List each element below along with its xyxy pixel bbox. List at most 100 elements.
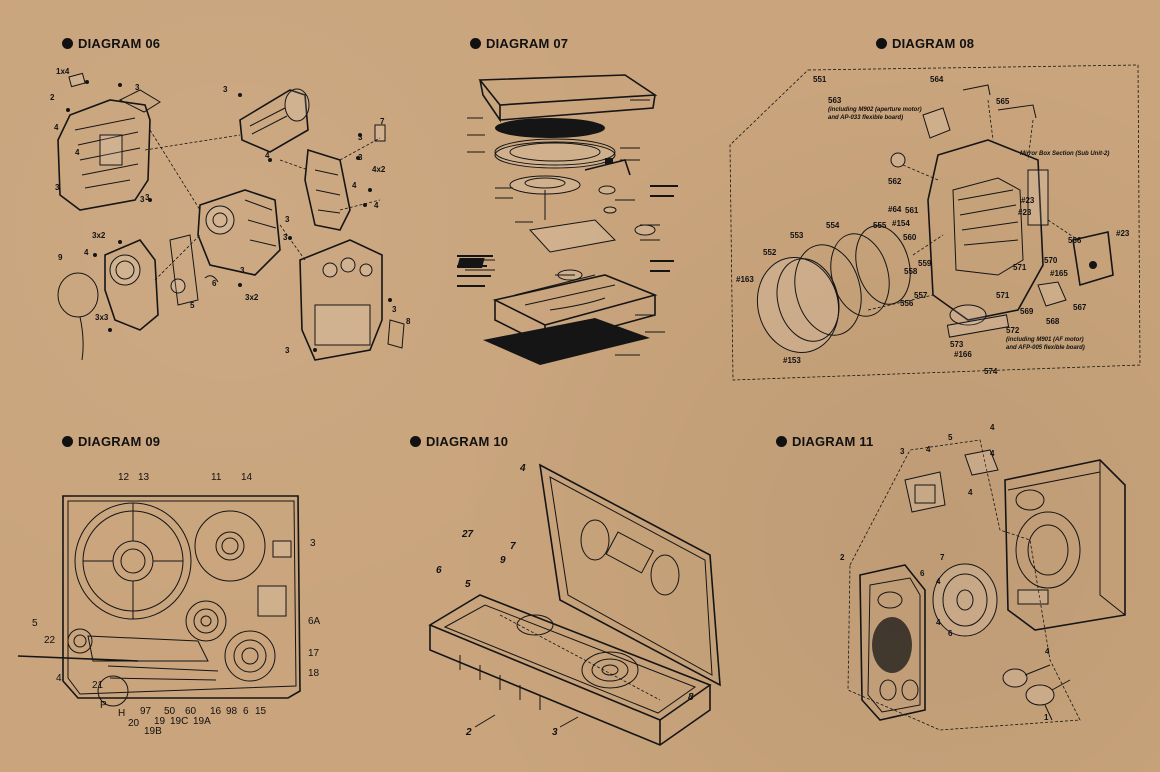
label-17: 17 (308, 648, 320, 659)
label-27: 27 (461, 529, 474, 540)
mirror-box-section-boundary (729, 64, 1141, 381)
label-569: 569 (1020, 307, 1034, 316)
label-4: 4 (926, 445, 931, 454)
label-4: 4 (374, 201, 379, 210)
label-3: 3 (223, 85, 228, 94)
label-561: 561 (905, 206, 919, 215)
label-4: 4 (968, 488, 973, 497)
diagram-08-title-text: DIAGRAM 08 (892, 36, 975, 51)
cassette-case (62, 495, 301, 699)
label-3: 3 (240, 266, 245, 275)
label-557: 557 (914, 291, 928, 300)
horn-tweeter-3 (904, 471, 946, 513)
bullet-dot-icon (410, 436, 421, 447)
label-7: 7 (510, 541, 516, 552)
label-2: 2 (840, 553, 845, 562)
lcd-panel-housing (299, 239, 383, 361)
label-574: 574 (984, 367, 998, 376)
speaker-assembly-boundary (847, 439, 1081, 731)
mirror-box (927, 139, 1044, 321)
label-154: #154 (892, 219, 910, 228)
platter (494, 141, 616, 169)
label-21: 21 (92, 680, 104, 691)
bullet-dot-icon (62, 38, 73, 49)
label-3x2: 3x2 (92, 231, 106, 240)
label-566: 566 (1068, 236, 1082, 245)
label-4: 4 (990, 449, 995, 458)
label-166: #166 (954, 350, 972, 359)
note-563-line1: (including M902 (aperture motor) (828, 107, 922, 113)
bullet-dot-icon (776, 436, 787, 447)
label-5: 5 (948, 433, 953, 442)
label-P: P (100, 700, 107, 711)
bullet-dot-icon (62, 436, 73, 447)
label-6: 6 (948, 629, 953, 638)
diagram-07-title: DIAGRAM 07 (470, 36, 568, 51)
label-1x4: 1x4 (56, 67, 70, 76)
diagram-07-title-text: DIAGRAM 07 (486, 36, 569, 51)
label-4: 4 (936, 618, 941, 627)
label-551: 551 (813, 75, 827, 84)
label-9: 9 (500, 555, 506, 566)
diagram-06-title-text: DIAGRAM 06 (78, 36, 161, 51)
label-19C: 19C (170, 716, 188, 727)
label-18: 18 (308, 668, 320, 679)
label-7: 7 (380, 117, 385, 126)
label-3: 3 (310, 538, 316, 549)
label-4: 4 (519, 463, 526, 474)
label-6A: 6A (308, 616, 321, 627)
label-13: 13 (138, 472, 150, 483)
reel-11 (194, 510, 266, 582)
label-4x2: 4x2 (372, 165, 386, 174)
diagram-11-title: DIAGRAM 11 (776, 434, 873, 449)
label-4: 4 (265, 151, 270, 160)
label-H: H (118, 708, 125, 719)
label-560: 560 (903, 233, 917, 242)
label-19A: 19A (193, 716, 211, 727)
label-3: 3 (285, 346, 290, 355)
diagram-10-title-text: DIAGRAM 10 (426, 434, 509, 449)
label-22: 22 (44, 635, 56, 646)
diagram-08-title: DIAGRAM 08 (876, 36, 974, 51)
label-573: 573 (950, 340, 964, 349)
label-3x3: 3x3 (95, 313, 109, 322)
label-5: 5 (32, 618, 38, 629)
label-4: 4 (54, 123, 59, 132)
diagram-09-tape-cassette-mechanism: 12 13 11 14 3 6A 5 22 17 18 4 21 P H 20 … (17, 472, 321, 737)
camcorder-left-housing (57, 99, 151, 211)
label-3: 3 (283, 233, 288, 242)
lens-block-part (197, 189, 281, 276)
label-559: 559 (918, 259, 932, 268)
reel-hub (581, 651, 639, 689)
label-20: 20 (128, 718, 140, 729)
label-165: #165 (1050, 269, 1068, 278)
label-6: 6 (436, 565, 442, 576)
label-4: 4 (352, 181, 357, 190)
label-558: 558 (904, 267, 918, 276)
diagram-06-title: DIAGRAM 06 (62, 36, 160, 51)
label-552: 552 (763, 248, 777, 257)
part-566 (1072, 231, 1114, 287)
label-3: 3 (358, 133, 363, 142)
label-3: 3 (358, 153, 363, 162)
label-3: 3 (552, 727, 558, 738)
label-19: 19 (154, 716, 166, 727)
label-562: 562 (888, 177, 902, 186)
note-mirror-box: Mirror Box Section (Sub Unit-2) (1020, 151, 1109, 157)
spool-15 (224, 630, 276, 682)
label-564: 564 (930, 75, 944, 84)
label-16: 16 (210, 706, 222, 717)
diagram-08-camera-mirror-box-exploded-view: 551 564 563 565 562 #64 561 #23 #23 #23 … (729, 64, 1141, 381)
label-4: 4 (1045, 647, 1050, 656)
label-556: 556 (900, 299, 914, 308)
label-2: 2 (465, 727, 472, 738)
label-3: 3 (900, 447, 905, 456)
label-19B: 19B (144, 726, 162, 737)
lens-cap-strap (57, 272, 99, 318)
label-4: 4 (936, 577, 941, 586)
label-3: 3 (135, 83, 140, 92)
diagram-09-title-text: DIAGRAM 09 (78, 434, 161, 449)
label-3: 3 (285, 215, 290, 224)
label-7: 7 (940, 553, 945, 562)
viewfinder-part (239, 89, 309, 153)
